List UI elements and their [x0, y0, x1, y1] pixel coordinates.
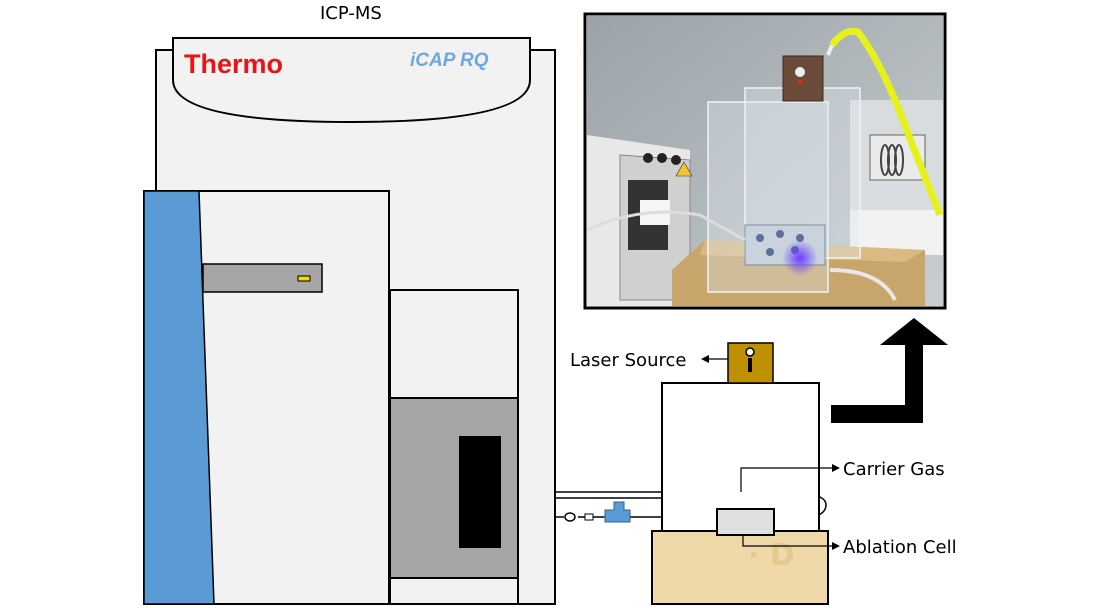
bent-arrow-up-icon: [831, 318, 948, 423]
model-logo: iCAP RQ: [410, 50, 489, 71]
laser-source-label: Laser Source: [570, 350, 686, 371]
ablation-cell-box: [716, 508, 775, 536]
tube-fitting-icon: [564, 512, 576, 522]
sample-stage: [651, 530, 829, 605]
callouts: Laser Source Carrier Gas Ablation Cell: [570, 350, 957, 558]
icp-ms-label: ICP-MS: [320, 3, 382, 24]
brand-badge: [172, 37, 531, 124]
carrier-gas-label: Carrier Gas: [843, 459, 945, 480]
slot-indicator-light: [297, 275, 311, 282]
icp-ms-instrument: Thermo iCAP RQ: [143, 37, 556, 605]
laser-enclosure: [661, 382, 820, 532]
ablation-cell-label: Ablation Cell: [843, 537, 957, 558]
blue-side-panel: [143, 190, 215, 605]
sample-module-window: [459, 436, 501, 548]
laser-ablation-system: · D: [651, 342, 829, 605]
tee-connector-icon: [604, 501, 631, 523]
brand-logo: Thermo: [184, 49, 283, 79]
svg-text:· D: · D: [748, 538, 795, 573]
laser-ablation-setup-photo: [583, 12, 947, 310]
